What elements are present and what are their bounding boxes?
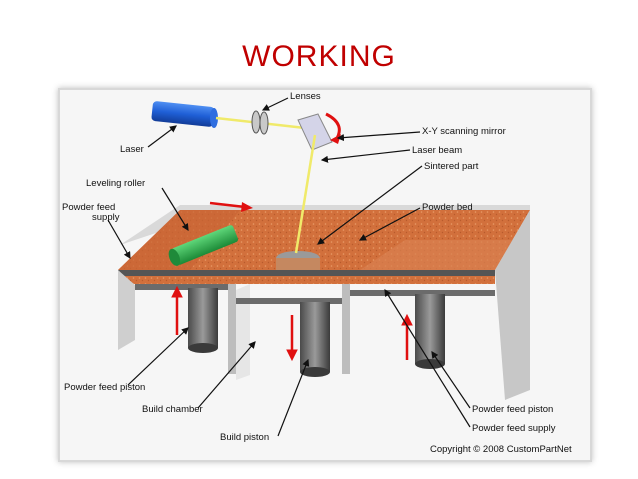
build-chamber-wall (236, 284, 250, 380)
label-xy-scanning-mirror: X-Y scanning mirror (422, 126, 506, 137)
piston-right-base (415, 359, 445, 369)
left-outer-wall (118, 270, 135, 350)
laser-end (210, 108, 218, 128)
right-piston-plate (350, 290, 495, 296)
diagram-canvas: Lenses Laser X-Y scanning mirror Laser b… (62, 91, 572, 455)
label-laser-beam: Laser beam (412, 145, 462, 156)
laser-source (151, 101, 215, 127)
label-powder-feed-supply-left-line2: supply (92, 212, 120, 223)
label-lenses: Lenses (290, 91, 321, 102)
wall-divider-1 (228, 284, 236, 374)
powder-feed-piston-right (415, 294, 445, 364)
label-powder-bed: Powder bed (422, 202, 473, 213)
leveling-roller (168, 225, 239, 266)
label-powder-feed-piston-left: Powder feed piston (64, 382, 145, 393)
label-build-piston: Build piston (220, 432, 269, 443)
label-powder-feed-piston-right: Powder feed piston (472, 404, 553, 415)
copyright-text: Copyright © 2008 CustomPartNet (430, 444, 572, 455)
build-piston (300, 302, 330, 372)
slm-diagram: Lenses Laser X-Y scanning mirror Laser b… (58, 88, 592, 462)
label-sintered-part: Sintered part (424, 161, 479, 172)
label-leveling-roller: Leveling roller (86, 178, 145, 189)
left-piston-plate (135, 284, 228, 290)
xy-scanning-mirror (297, 113, 333, 151)
label-build-chamber: Build chamber (142, 404, 203, 415)
slide-title: WORKING (242, 40, 396, 73)
label-laser: Laser (120, 144, 144, 155)
powder-supply-right-surface (360, 240, 530, 270)
powder-supply-left-surface (118, 210, 240, 270)
roller-direction-arrowhead (241, 202, 253, 212)
wall-divider-2 (342, 284, 350, 374)
build-piston-plate (236, 298, 342, 304)
powder-front-strip (118, 276, 495, 284)
laser-beam-down (294, 134, 317, 254)
lens-2 (259, 111, 269, 135)
build-piston-base (300, 367, 330, 377)
right-outer-wall (495, 210, 530, 400)
leader-lines (107, 97, 471, 437)
roller-direction-arrow (209, 201, 246, 209)
label-powder-feed-supply-left-line1: Powder feed (62, 202, 115, 213)
powder-layer-front (118, 270, 495, 276)
powder-feed-piston-left (188, 288, 218, 348)
piston-left-base (188, 343, 218, 353)
label-powder-feed-supply-right: Powder feed supply (472, 423, 556, 434)
piston-motion-arrows (171, 285, 413, 362)
lens-1 (251, 110, 261, 134)
